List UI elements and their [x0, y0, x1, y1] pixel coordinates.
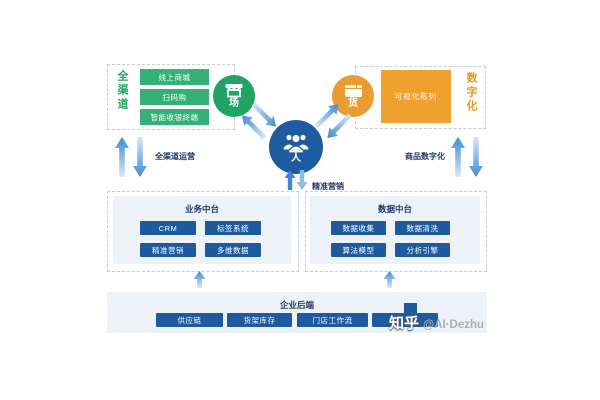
business-item-crm: CRM — [140, 221, 196, 235]
goods-people-arrows-icon — [310, 98, 355, 143]
place-circle-label: 场 — [229, 98, 239, 109]
people-circle-label: 人 — [291, 152, 301, 164]
digitalization-flow-arrows-icon — [450, 136, 484, 178]
omnichannel-item-smart-pos: 智能收银终端 — [140, 109, 209, 125]
backend-tab-notch — [404, 303, 417, 314]
business-platform-box: 业务中台 CRM 标签系统 精准营销 多维数据 — [107, 191, 299, 272]
business-item-precision-marketing: 精准营销 — [140, 243, 196, 257]
goods-circle: 货 — [332, 75, 374, 117]
backend-to-data-arrow-icon — [383, 271, 396, 288]
watermark: 知乎 @AI·Dezhu — [389, 312, 484, 333]
place-people-arrows-icon — [236, 98, 281, 143]
data-platform-box: 数据中台 数据收集 数据清洗 算法模型 分析引擎 — [305, 191, 487, 272]
digitalization-vertical-label: 数字化 — [465, 72, 477, 114]
omnichannel-item-online-mall: 线上商城 — [140, 69, 209, 85]
enterprise-backend-panel: 企业后端 供应链 货架库存 门店工作流 — [107, 292, 487, 333]
place-circle: 场 — [213, 75, 255, 117]
enterprise-backend-title: 企业后端 — [279, 300, 314, 310]
backend-item-shelf-inventory: 货架库存 — [227, 313, 292, 327]
watermark-brand: 知乎 — [389, 315, 420, 332]
business-item-tag-system: 标签系统 — [205, 221, 261, 235]
people-circle: 人 — [269, 120, 323, 174]
storefront-icon — [224, 83, 244, 98]
omnichannel-vertical-label: 全渠道 — [116, 70, 128, 112]
data-item-algorithm-model: 算法模型 — [331, 243, 386, 257]
data-platform-panel: 数据中台 数据收集 数据清洗 算法模型 分析引擎 — [310, 196, 480, 264]
backend-item-supply-chain: 供应链 — [156, 313, 223, 327]
data-item-analysis-engine: 分析引擎 — [395, 243, 450, 257]
people-group-icon — [281, 131, 311, 153]
backend-to-business-arrow-icon — [193, 271, 206, 288]
backend-item-obscured — [372, 313, 438, 327]
precision-marketing-flow-label: 精准营销 — [312, 182, 344, 191]
package-icon — [344, 84, 363, 98]
business-platform-title: 业务中台 — [184, 204, 219, 214]
data-platform-title: 数据中台 — [377, 204, 412, 214]
data-item-cleansing: 数据清洗 — [395, 221, 450, 235]
data-item-collection: 数据收集 — [331, 221, 386, 235]
digitalization-flow-label: 商品数字化 — [405, 152, 445, 161]
backend-item-store-workflow: 门店工作流 — [297, 313, 368, 327]
business-item-multidim-data: 多维数据 — [205, 243, 261, 257]
business-platform-panel: 业务中台 CRM 标签系统 精准营销 多维数据 — [113, 196, 291, 264]
omnichannel-item-scan-buy: 扫码购 — [140, 89, 209, 105]
watermark-handle: @AI·Dezhu — [423, 319, 485, 331]
visual-display-panel: 可视化陈列 — [381, 70, 451, 123]
precision-marketing-arrows-icon — [284, 170, 308, 190]
goods-circle-label: 货 — [348, 97, 358, 109]
omnichannel-flow-arrows-icon — [114, 136, 148, 178]
omnichannel-flow-label: 全渠道运营 — [155, 152, 195, 161]
